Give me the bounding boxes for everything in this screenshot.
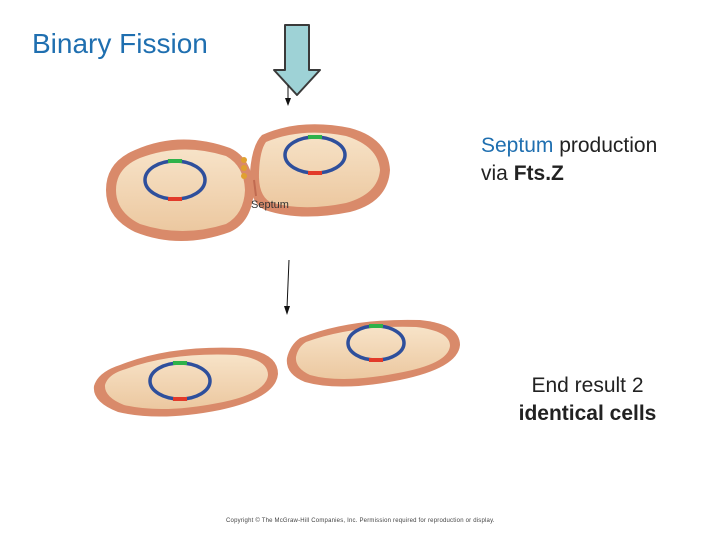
end-note-line2: identical cells <box>518 402 657 425</box>
via-word: via <box>481 162 514 185</box>
septum-note-line1: Septum production <box>481 132 657 160</box>
thin-arrow-1 <box>285 85 291 106</box>
copyright-notice: Copyright © The McGraw-Hill Companies, I… <box>226 518 495 524</box>
dividing-cell-right <box>249 124 390 217</box>
septum-label: Septum <box>251 199 289 211</box>
ftsz-word: Fts.Z <box>513 162 564 185</box>
septum-ftsz-ring <box>241 157 257 197</box>
dividing-cell-left <box>106 139 254 241</box>
production-word: production <box>553 134 658 157</box>
septum-note-line2: via Fts.Z <box>481 160 657 188</box>
daughter-cell-right <box>286 319 460 387</box>
septum-word: Septum <box>481 134 554 157</box>
down-arrow-icon <box>273 24 321 96</box>
slide-title: Binary Fission <box>32 28 208 59</box>
chromosome-right <box>283 135 347 175</box>
daughter-cell-left <box>93 347 278 417</box>
septum-production-note: Septum production via Fts.Z <box>481 132 657 188</box>
chromosome-left <box>143 159 207 201</box>
thin-arrow-2 <box>284 259 290 315</box>
dividing-cell <box>106 124 390 241</box>
end-result-note: End result 2 identical cells <box>500 372 675 428</box>
end-note-line1: End result 2 <box>531 374 644 397</box>
